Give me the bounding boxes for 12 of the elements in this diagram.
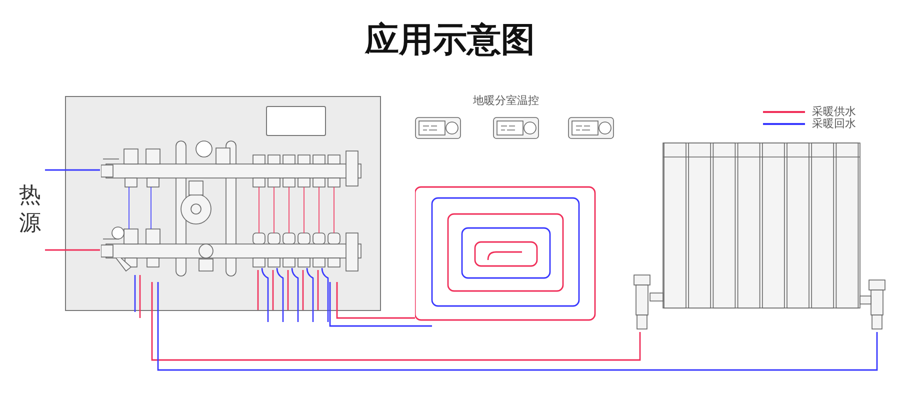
pipe-line <box>336 282 415 319</box>
pipe-line <box>329 282 433 327</box>
pipe-line <box>45 249 100 251</box>
title: 应用示意图 <box>364 19 536 62</box>
pipe-line <box>151 282 641 361</box>
source-label: 热源 <box>18 182 42 238</box>
pipe-line <box>45 169 100 171</box>
legend-text: 采暖供水 <box>812 105 856 118</box>
cabinet-panel <box>65 96 381 311</box>
pipe-line <box>157 282 878 371</box>
legend-text: 采暖回水 <box>812 117 856 131</box>
group-label: 地暖分室温控 <box>472 94 540 108</box>
